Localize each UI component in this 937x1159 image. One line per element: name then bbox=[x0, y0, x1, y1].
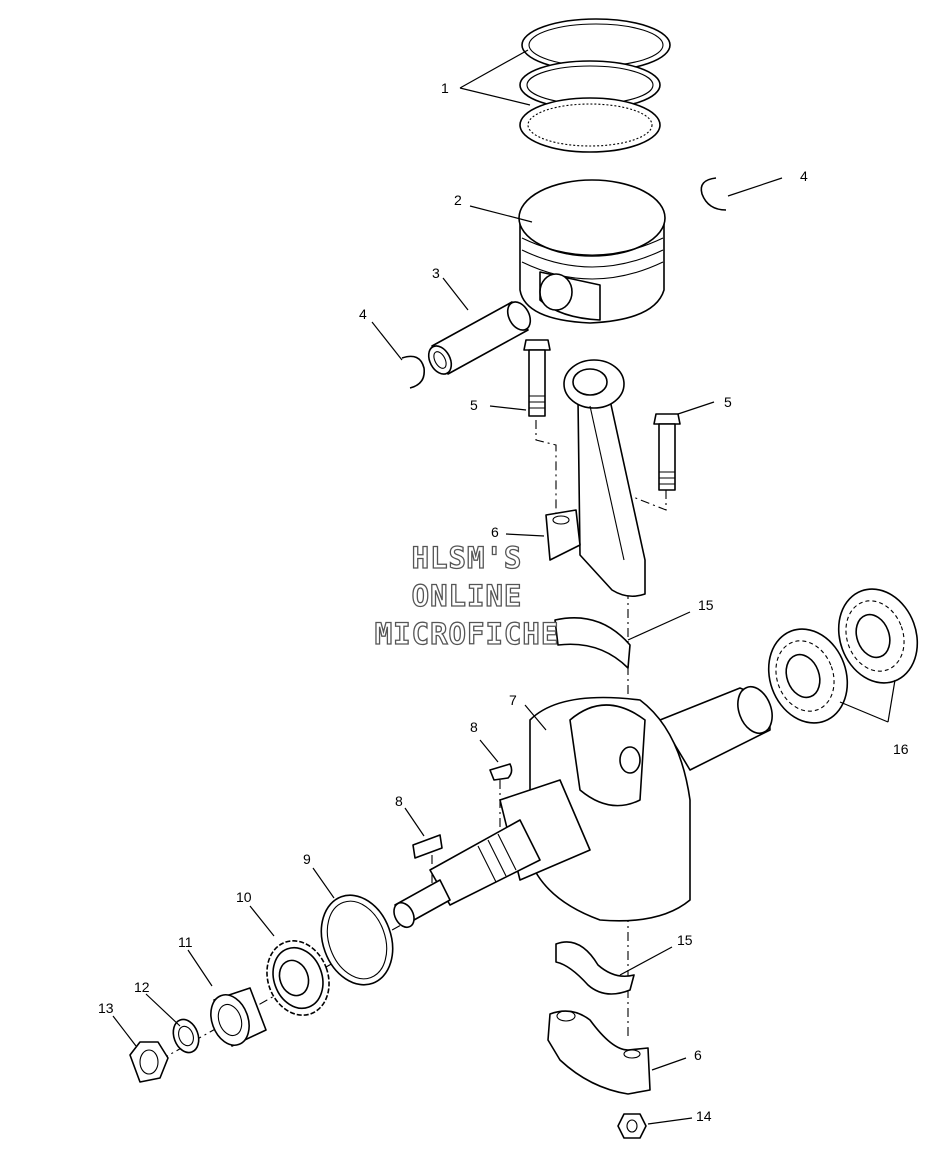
callout-6-upper: 6 bbox=[491, 524, 499, 540]
callout-7: 7 bbox=[509, 692, 517, 708]
callout-1: 1 bbox=[441, 80, 449, 96]
leader-lines bbox=[112, 49, 896, 1125]
rod-cap-upper bbox=[545, 509, 581, 561]
watermark-line-1: HLSM'S bbox=[412, 541, 523, 575]
rod-bolt-left bbox=[523, 339, 551, 417]
callout-2: 2 bbox=[454, 192, 462, 208]
callout-8-upper: 8 bbox=[470, 719, 478, 735]
piston-pin bbox=[427, 301, 532, 375]
rod-bolt-right bbox=[653, 413, 681, 491]
callout-5-left: 5 bbox=[470, 397, 478, 413]
rod-nut bbox=[617, 1113, 647, 1139]
callout-14: 14 bbox=[696, 1108, 712, 1124]
rod-cap-lower bbox=[547, 1010, 651, 1095]
washer bbox=[172, 1018, 200, 1054]
bolt-guide-right bbox=[627, 490, 667, 560]
callout-4-left: 4 bbox=[359, 306, 367, 322]
circlip-left bbox=[401, 355, 426, 389]
callout-8-lower: 8 bbox=[395, 793, 403, 809]
connecting-rod bbox=[563, 359, 646, 598]
crank-nut bbox=[129, 1041, 169, 1083]
callout-13: 13 bbox=[98, 1000, 114, 1016]
woodruff-key-lower bbox=[412, 834, 443, 859]
shim-ring bbox=[320, 894, 394, 986]
callout-6-lower: 6 bbox=[694, 1047, 702, 1063]
piston-rings bbox=[519, 18, 671, 153]
callout-9: 9 bbox=[303, 851, 311, 867]
circlip-right bbox=[700, 177, 727, 211]
callout-16: 16 bbox=[893, 741, 909, 757]
main-bearing-outer bbox=[837, 588, 919, 684]
callout-5-right: 5 bbox=[724, 394, 732, 410]
callout-15-lower: 15 bbox=[677, 932, 693, 948]
bearing-half-upper bbox=[554, 617, 631, 669]
bolt-guide-left bbox=[535, 420, 557, 520]
callout-12: 12 bbox=[134, 979, 150, 995]
drive-gear bbox=[266, 940, 330, 1016]
callout-4-right: 4 bbox=[800, 168, 808, 184]
callout-10: 10 bbox=[236, 889, 252, 905]
watermark-line-2: ONLINE bbox=[412, 579, 523, 613]
watermark-line-3: MICROFICHE bbox=[375, 617, 560, 651]
bearing-half-lower bbox=[555, 941, 635, 995]
crankshaft bbox=[393, 685, 773, 929]
spacer-collar bbox=[210, 987, 267, 1047]
piston bbox=[518, 179, 666, 324]
callout-15-upper: 15 bbox=[698, 597, 714, 613]
main-bearing-inner bbox=[767, 628, 849, 724]
woodruff-key-upper bbox=[489, 763, 513, 781]
callout-3: 3 bbox=[432, 265, 440, 281]
callout-11: 11 bbox=[178, 934, 193, 950]
watermark: HLSM'S ONLINE MICROFICHE bbox=[374, 540, 560, 651]
